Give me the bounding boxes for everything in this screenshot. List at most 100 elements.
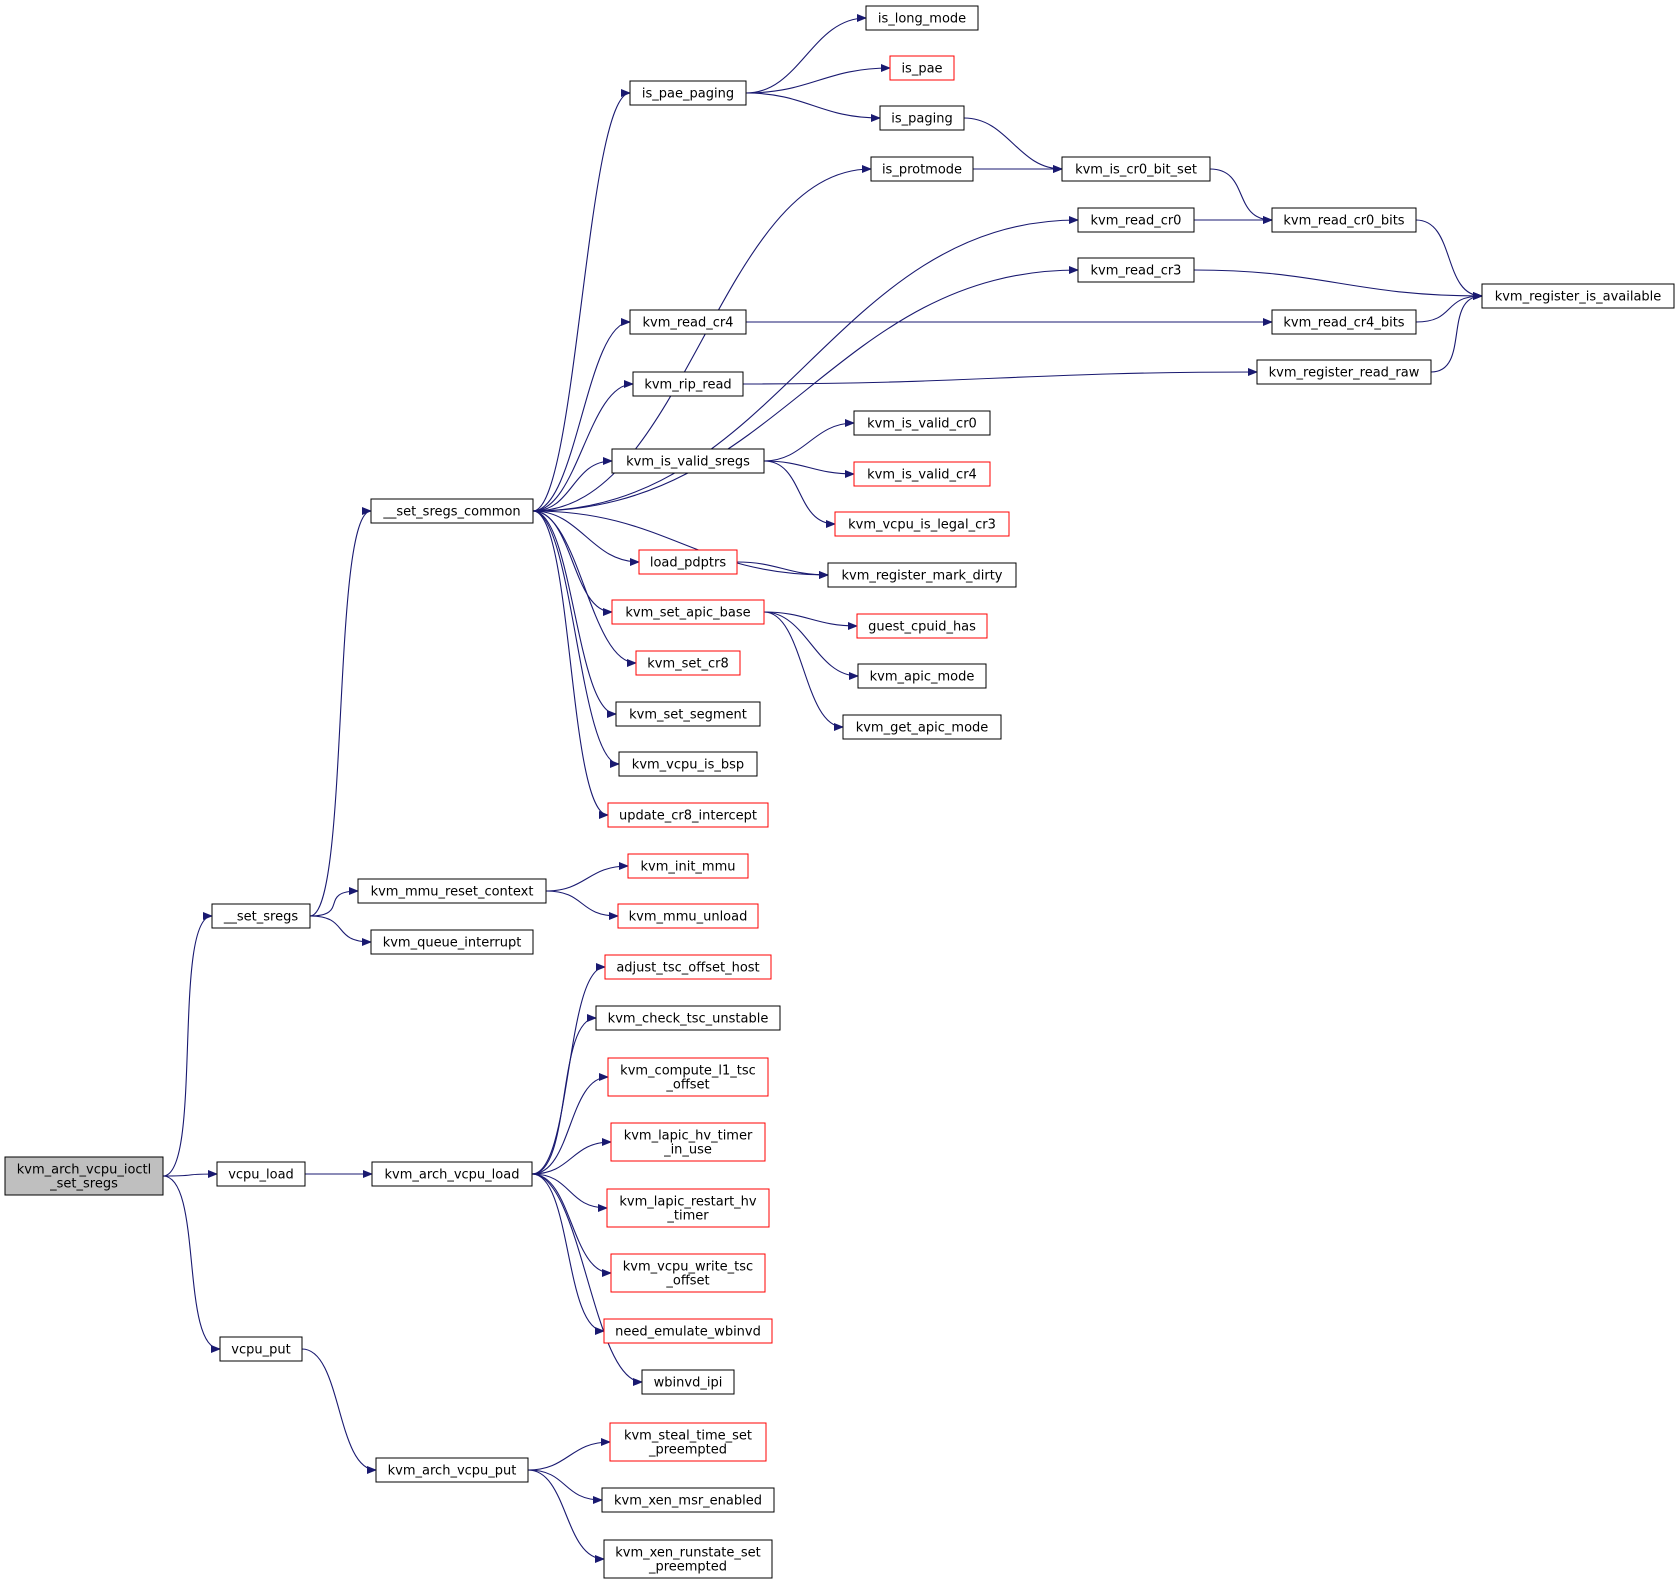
node-box (370, 498, 534, 524)
edge-kvm-mmu-reset-context-to-kvm-mmu-unload (545, 890, 619, 920)
edge-is-paging-to-kvm-is-cr0-bit-set (963, 117, 1063, 173)
edge-is-pae-paging-to-is-long-mode (745, 14, 867, 94)
node-is-pae-paging[interactable]: is_pae_paging (629, 80, 747, 106)
edge-is-pae-paging-to-is-paging (745, 92, 881, 122)
node-box (641, 1369, 735, 1395)
node-label: _offset (665, 1274, 709, 1289)
node-is-long-mode[interactable]: is_long_mode (865, 5, 979, 31)
node-kvm-check-tsc-unstable[interactable]: kvm_check_tsc_unstable (595, 1005, 781, 1031)
node-kvm-arch-vcpu-put[interactable]: kvm_arch_vcpu_put (375, 1457, 529, 1483)
edge-kvm-arch-vcpu-put-to-kvm-xen-msr-enabled (527, 1469, 603, 1504)
node-label: need_emulate_wbinvd (615, 1325, 761, 1340)
edge-kvm-arch-vcpu-load-to-wbinvd-ipi (531, 1173, 643, 1386)
node-label: kvm_register_is_available (1495, 290, 1662, 305)
node-label: is_pae_paging (642, 87, 734, 102)
node-need-emulate-wbinvd[interactable]: need_emulate_wbinvd (603, 1318, 773, 1344)
node-label: kvm_arch_vcpu_load (385, 1168, 520, 1183)
node-box (629, 309, 747, 335)
node-set-sregs-common[interactable]: __set_sregs_common (370, 498, 534, 524)
edge-kvm-is-cr0-bit-set-to-kvm-read-cr0-bits (1209, 168, 1273, 224)
node-kvm-mmu-unload[interactable]: kvm_mmu_unload (617, 903, 759, 929)
node-is-pae[interactable]: is_pae (889, 55, 955, 81)
node-kvm-vcpu-is-legal-cr3[interactable]: kvm_vcpu_is_legal_cr3 (834, 511, 1010, 537)
node-label: kvm_steal_time_set (624, 1429, 752, 1444)
node-update-cr8-intercept[interactable]: update_cr8_intercept (607, 802, 769, 828)
edge-set-sregs-common-to-kvm-read-cr4 (532, 318, 631, 512)
node-kvm-register-read-raw[interactable]: kvm_register_read_raw (1256, 359, 1432, 385)
node-kvm-arch-vcpu-load[interactable]: kvm_arch_vcpu_load (371, 1161, 533, 1187)
node-kvm-is-valid-sregs[interactable]: kvm_is_valid_sregs (611, 448, 765, 474)
node-kvm-apic-mode[interactable]: kvm_apic_mode (857, 663, 987, 689)
node-label: kvm_apic_mode (870, 670, 975, 685)
node-box (601, 1487, 775, 1513)
edge-vcpu-put-to-kvm-arch-vcpu-put (301, 1348, 377, 1474)
node-kvm-lapic-restart-hv-timer[interactable]: kvm_lapic_restart_hv_timer (606, 1188, 770, 1228)
node-label: kvm_is_valid_cr4 (867, 468, 977, 483)
edge-kvm-arch-vcpu-load-to-need-emulate-wbinvd (531, 1173, 605, 1335)
node-kvm-set-segment[interactable]: kvm_set_segment (615, 701, 761, 727)
node-box (610, 1122, 766, 1162)
node-kvm-set-apic-base[interactable]: kvm_set_apic_base (611, 599, 765, 625)
edge-kvm-is-valid-sregs-to-kvm-is-valid-cr4 (763, 460, 855, 478)
node-label: kvm_read_cr3 (1091, 264, 1182, 279)
node-label: kvm_read_cr0 (1091, 214, 1182, 229)
node-kvm-read-cr3[interactable]: kvm_read_cr3 (1077, 257, 1195, 283)
node-kvm-vcpu-write-tsc-offset[interactable]: kvm_vcpu_write_tsc_offset (610, 1253, 766, 1293)
node-guest-cpuid-has[interactable]: guest_cpuid_has (856, 613, 988, 639)
node-box (603, 1539, 773, 1579)
node-box (617, 903, 759, 929)
node-kvm-read-cr0[interactable]: kvm_read_cr0 (1077, 207, 1195, 233)
node-label: kvm_get_apic_mode (856, 721, 989, 736)
node-kvm-read-cr0-bits[interactable]: kvm_read_cr0_bits (1271, 207, 1417, 233)
node-kvm-xen-msr-enabled[interactable]: kvm_xen_msr_enabled (601, 1487, 775, 1513)
edge-kvm-set-apic-base-to-kvm-get-apic-mode (763, 611, 844, 731)
node-is-paging[interactable]: is_paging (879, 105, 965, 131)
edge-set-sregs-common-to-is-pae-paging (532, 89, 631, 512)
node-box (211, 903, 311, 929)
node-kvm-rip-read[interactable]: kvm_rip_read (632, 371, 744, 397)
edge-kvm-read-cr3-to-kvm-register-is-available (1193, 269, 1483, 300)
node-label: kvm_register_mark_dirty (841, 569, 1002, 584)
node-kvm-is-valid-cr0[interactable]: kvm_is_valid_cr0 (853, 410, 991, 436)
node-kvm-xen-runstate-set-preempted[interactable]: kvm_xen_runstate_set_preempted (603, 1539, 773, 1579)
node-kvm-register-is-available[interactable]: kvm_register_is_available (1481, 283, 1675, 309)
node-label: is_protmode (882, 163, 962, 178)
edge-load-pdptrs-to-kvm-register-mark-dirty (736, 561, 829, 579)
node-vcpu-load[interactable]: vcpu_load (216, 1161, 306, 1187)
node-kvm-steal-time-set-preempted[interactable]: kvm_steal_time_set_preempted (609, 1422, 767, 1462)
node-label: vcpu_load (228, 1168, 294, 1183)
node-kvm-queue-interrupt[interactable]: kvm_queue_interrupt (370, 929, 534, 955)
node-kvm-is-valid-cr4[interactable]: kvm_is_valid_cr4 (853, 461, 991, 487)
edge-root-to-vcpu-put (162, 1175, 221, 1353)
node-kvm-read-cr4-bits[interactable]: kvm_read_cr4_bits (1271, 309, 1417, 335)
node-label: kvm_set_apic_base (625, 606, 750, 621)
node-kvm-read-cr4[interactable]: kvm_read_cr4 (629, 309, 747, 335)
node-box (357, 878, 547, 904)
edge-set-sregs-common-to-kvm-read-cr0 (532, 216, 1079, 512)
node-label: kvm_read_cr0_bits (1283, 214, 1404, 229)
edge-kvm-arch-vcpu-put-to-kvm-xen-runstate-set-preempted (527, 1469, 605, 1563)
node-kvm-set-cr8[interactable]: kvm_set_cr8 (635, 650, 741, 676)
node-load-pdptrs[interactable]: load_pdptrs (638, 549, 738, 575)
node-kvm-compute-l1-tsc-offset[interactable]: kvm_compute_l1_tsc_offset (607, 1057, 769, 1097)
node-label: vcpu_put (231, 1343, 290, 1358)
edge-set-sregs-common-to-kvm-register-mark-dirty (532, 510, 829, 579)
node-kvm-vcpu-is-bsp[interactable]: kvm_vcpu_is_bsp (618, 751, 758, 777)
node-box (1256, 359, 1432, 385)
node-box (1061, 156, 1211, 182)
node-root[interactable]: kvm_arch_vcpu_ioctl_set_sregs (4, 1156, 164, 1196)
node-vcpu-put[interactable]: vcpu_put (219, 1336, 303, 1362)
node-kvm-init-mmu[interactable]: kvm_init_mmu (627, 853, 749, 879)
node-adjust-tsc-offset-host[interactable]: adjust_tsc_offset_host (604, 954, 772, 980)
node-kvm-is-cr0-bit-set[interactable]: kvm_is_cr0_bit_set (1061, 156, 1211, 182)
node-kvm-get-apic-mode[interactable]: kvm_get_apic_mode (842, 714, 1002, 740)
node-kvm-mmu-reset-context[interactable]: kvm_mmu_reset_context (357, 878, 547, 904)
node-set-sregs[interactable]: __set_sregs (211, 903, 311, 929)
node-box (857, 663, 987, 689)
node-box (615, 701, 761, 727)
node-kvm-lapic-hv-timer-in-use[interactable]: kvm_lapic_hv_timer_in_use (610, 1122, 766, 1162)
node-kvm-register-mark-dirty[interactable]: kvm_register_mark_dirty (827, 562, 1017, 588)
edge-kvm-read-cr0-bits-to-kvm-register-is-available (1415, 219, 1483, 300)
node-wbinvd-ipi[interactable]: wbinvd_ipi (641, 1369, 735, 1395)
node-is-protmode[interactable]: is_protmode (870, 156, 974, 182)
